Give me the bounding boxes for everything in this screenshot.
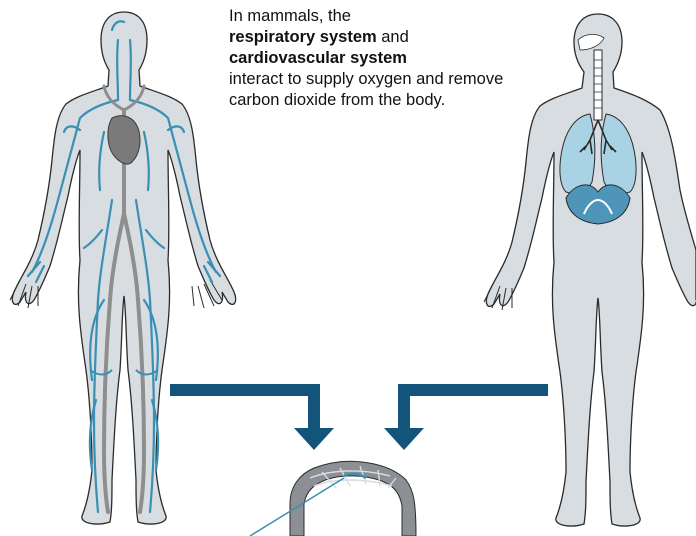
caption-part-3: interact to supply oxygen and remove car… (229, 70, 503, 109)
left-arrow (170, 384, 334, 450)
cardiovascular-figure (10, 12, 236, 524)
caption-part-1: In mammals, the (229, 7, 351, 25)
right-arrow (384, 384, 548, 450)
trachea (594, 50, 602, 120)
left-body-silhouette (12, 12, 235, 524)
caption-bold-respiratory: respiratory system (229, 28, 377, 46)
caption-text: In mammals, the respiratory system and car… (229, 6, 519, 111)
caption-part-2: and (377, 28, 409, 46)
capillary-network (250, 461, 416, 536)
caption-bold-cardiovascular: cardiovascular system (229, 49, 407, 67)
arrows (170, 384, 548, 450)
